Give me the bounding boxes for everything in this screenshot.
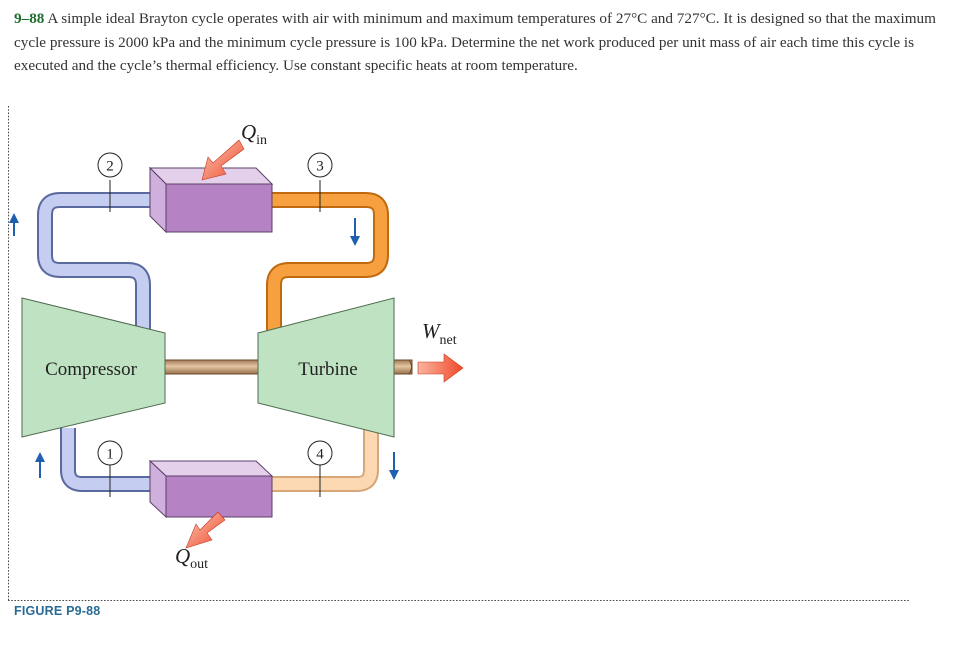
flow-arrow-down-icon — [389, 452, 399, 480]
state-4-label: 4 — [316, 447, 324, 463]
state-2-marker: 2 — [97, 152, 123, 178]
flow-arrow-up-icon — [35, 452, 45, 478]
figure-frame — [8, 106, 910, 601]
hot-pipe — [266, 192, 389, 335]
flow-arrow-up-icon — [9, 213, 19, 236]
heat-out-label: Qout — [175, 544, 208, 572]
state-1-marker: 1 — [97, 440, 123, 466]
flow-arrows — [9, 213, 399, 480]
heat-out-arrow-icon — [185, 511, 226, 549]
cold-pipes — [37, 192, 155, 492]
warm-pipe — [272, 428, 379, 492]
problem-statement: 9–88 A simple ideal Brayton cycle operat… — [14, 7, 939, 78]
state-3-marker: 3 — [307, 152, 333, 178]
flow-arrow-down-icon — [350, 218, 360, 246]
heater-exchanger — [148, 166, 274, 234]
state-2-label: 2 — [106, 159, 114, 175]
state-markers: 2 3 1 4 — [97, 152, 333, 497]
compressor-label: Compressor — [45, 359, 138, 380]
state-4-marker: 4 — [307, 440, 333, 466]
state-1-label: 1 — [106, 447, 114, 463]
shaft — [159, 359, 413, 375]
state-3-label: 3 — [316, 159, 324, 175]
net-work-label: Wnet — [422, 319, 457, 348]
problem-number: 9–88 — [14, 10, 45, 27]
net-work-arrow-icon — [417, 353, 464, 383]
heat-in-arrow-icon — [201, 139, 245, 181]
turbine-label: Turbine — [298, 359, 357, 380]
turbine: Turbine — [257, 297, 395, 438]
figure-caption: FIGURE P9-88 — [14, 604, 101, 618]
compressor: Compressor — [21, 297, 166, 438]
cooler-exchanger — [148, 459, 274, 519]
heat-in-label: Qin — [241, 120, 267, 148]
problem-text: A simple ideal Brayton cycle operates wi… — [14, 10, 936, 74]
